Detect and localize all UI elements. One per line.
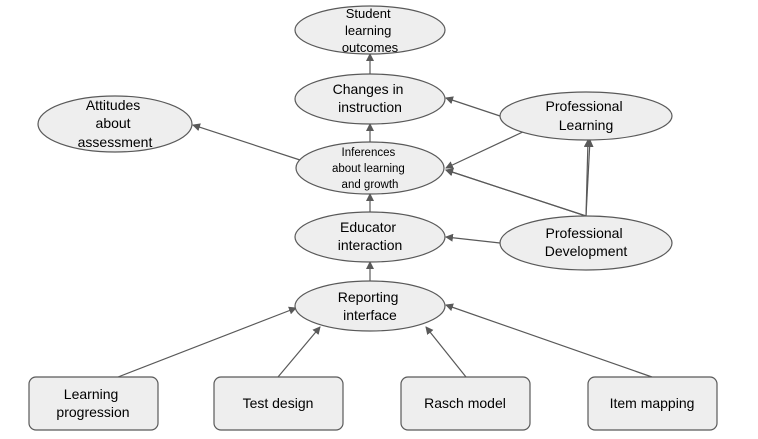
edge-itemmapping-to-reporting (445, 303, 653, 378)
node-label-line: learning (345, 23, 391, 38)
node-label-line: outcomes (342, 40, 399, 55)
node-label-line: Development (545, 243, 628, 259)
node-label-line: instruction (338, 99, 402, 115)
svg-text:Attitudes about as: Attitudes about assessment (78, 97, 153, 150)
node-label-line: Learning (559, 117, 614, 133)
edges (117, 53, 653, 378)
node-learning-progression: Learning progression (28, 376, 159, 431)
node-label-line: Learning (64, 386, 119, 402)
svg-text:Professional Development: Professional Development (545, 225, 628, 259)
node-label-line: Changes in (333, 81, 404, 97)
node-label-line: interface (343, 307, 397, 323)
edge-profdev-to-educator (445, 233, 501, 244)
svg-text:Inferences about learnin: Inferences about learning and growth (332, 147, 408, 191)
edge-learningprog-to-reporting (117, 306, 297, 378)
node-item-mapping: Item mapping (587, 376, 718, 431)
svg-text:Professional Learning: Professional Learning (546, 98, 627, 133)
node-inferences-about-learning: Inferences about learning and growth (295, 141, 445, 195)
node-label-line: Inferences (342, 147, 396, 159)
node-label-line: Professional (546, 225, 623, 241)
svg-text:Item mapping: Item mapping (610, 395, 695, 411)
node-changes-in-instruction: Changes in instruction (294, 73, 446, 125)
node-reporting-interface: Reporting interface (294, 280, 446, 332)
node-professional-development: Professional Development (499, 215, 673, 271)
svg-text:Rasch model: Rasch model (424, 395, 506, 411)
node-label-line: progression (56, 404, 129, 420)
svg-text:Test design: Test design (243, 395, 314, 411)
node-label-line: Item mapping (610, 395, 695, 411)
node-educator-interaction: Educator interaction (294, 211, 446, 263)
node-rasch-model: Rasch model (400, 376, 531, 431)
node-label-line: Test design (243, 395, 314, 411)
edge-rasch-to-reporting (425, 326, 467, 378)
svg-text:Reporting interface: Reporting interface (338, 289, 403, 323)
svg-text:Educator interaction: Educator interaction (338, 219, 403, 253)
node-label-line: Attitudes (86, 97, 140, 113)
node-student-learning-outcomes: Student learning outcomes (294, 5, 446, 55)
node-label-line: Rasch model (424, 395, 506, 411)
svg-text:Learning progression: Learning progression (56, 386, 129, 420)
node-professional-learning: Professional Learning (499, 91, 673, 141)
edge-testdesign-to-reporting (277, 326, 321, 378)
node-label-line: Student (346, 6, 391, 21)
node-label-line: about (96, 115, 131, 131)
node-label-line: Reporting (338, 289, 399, 305)
edge-profdev-to-proflearning-curve (583, 139, 592, 217)
node-label-line: assessment (78, 134, 153, 150)
node-label-line: about learning (332, 163, 405, 175)
node-attitudes-about-assessment: Attitudes about assessment (37, 95, 193, 153)
edge-proflearning-to-inferences (445, 129, 528, 169)
node-label-line: Educator (340, 219, 396, 235)
edge-proflearning-to-changes (445, 96, 501, 117)
svg-text:Changes in instruction: Changes in instruction (333, 81, 408, 115)
node-test-design: Test design (213, 376, 344, 431)
node-label-line: interaction (338, 237, 403, 253)
node-label-line: and growth (342, 179, 399, 191)
node-label-line: Professional (546, 98, 623, 114)
svg-text:Student learning o: Student learning outcomes (342, 6, 399, 55)
edge-profdev-to-inferences-2 (445, 168, 587, 217)
edge-inferences-to-attitudes (192, 123, 301, 161)
